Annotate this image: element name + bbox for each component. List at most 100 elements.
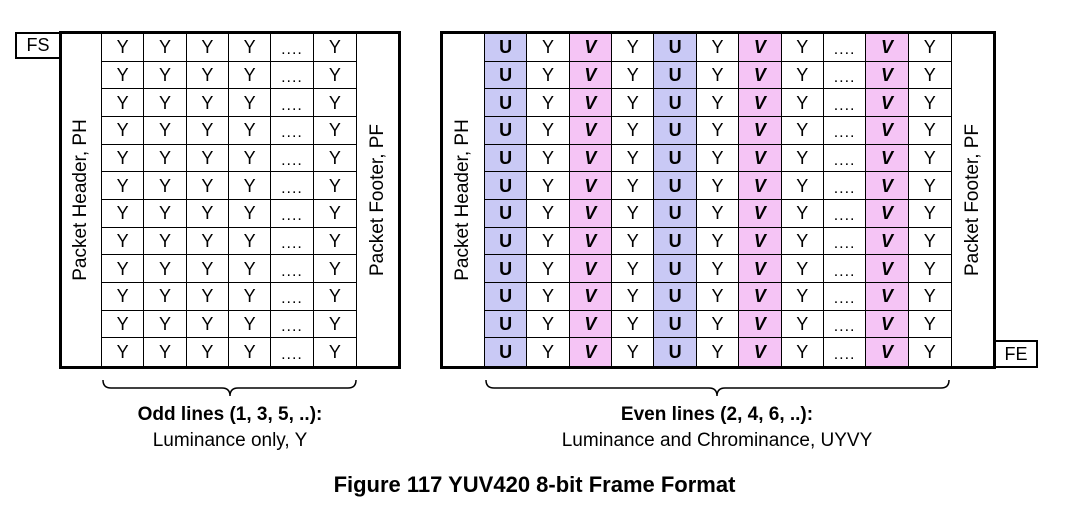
even-sample-cell: V <box>739 310 782 339</box>
even-sample-cell: Y <box>612 172 655 200</box>
even-sample-cell: Y <box>696 172 740 200</box>
even-sample-cell: V <box>739 34 782 62</box>
even-sample-cell: U <box>485 116 528 145</box>
odd-sample-cell: .... <box>271 144 314 173</box>
even-sample-cell: Y <box>696 199 740 228</box>
even-sample-cell: Y <box>527 338 570 366</box>
even-sample-cell: Y <box>781 61 824 90</box>
even-sample-cell: Y <box>612 34 655 62</box>
even-sample-cell: U <box>654 227 697 256</box>
even-sample-cell: Y <box>612 227 655 256</box>
even-sample-cell: V <box>739 116 782 145</box>
odd-sample-cell: .... <box>271 310 314 339</box>
even-sample-cell: Y <box>527 310 570 339</box>
even-sample-cell: U <box>654 61 697 90</box>
even-sample-cell: Y <box>908 89 951 117</box>
even-sample-cell: V <box>569 227 613 256</box>
even-sample-cell: Y <box>696 34 740 62</box>
even-sample-cell: Y <box>696 61 740 90</box>
odd-sample-cell: Y <box>144 144 187 173</box>
odd-sample-cell: Y <box>228 61 272 90</box>
odd-sample-cell: Y <box>144 116 187 145</box>
odd-sample-cell: Y <box>228 310 272 339</box>
even-sample-cell: .... <box>823 255 867 283</box>
odd-sample-cell: Y <box>186 199 229 228</box>
odd-sample-cell: Y <box>144 255 187 283</box>
even-sample-cell: Y <box>696 227 740 256</box>
even-sample-cell: U <box>654 144 697 173</box>
even-sample-cell: Y <box>781 227 824 256</box>
odd-lines-title: Odd lines (1, 3, 5, ..): <box>137 404 323 425</box>
even-sample-cell: Y <box>612 255 655 283</box>
even-sample-cell: V <box>569 310 613 339</box>
even-sample-cell: V <box>569 116 613 145</box>
even-sample-cell: V <box>866 34 909 62</box>
even-sample-cell: Y <box>781 199 824 228</box>
even-sample-cell: Y <box>781 89 824 117</box>
even-sample-cell: V <box>866 282 909 311</box>
odd-sample-cell: Y <box>144 34 187 62</box>
even-sample-cell: Y <box>908 145 951 173</box>
even-sample-cell: Y <box>781 255 824 283</box>
even-sample-cell: V <box>866 61 909 90</box>
even-sample-cell: V <box>866 227 909 256</box>
odd-sample-cell: Y <box>313 34 356 62</box>
even-sample-cell: Y <box>527 34 570 62</box>
odd-sample-cell: Y <box>186 89 229 117</box>
even-sample-cell: .... <box>823 34 867 62</box>
even-sample-cell: Y <box>612 282 655 311</box>
frame-end-label: FE <box>1004 343 1028 364</box>
even-sample-cell: Y <box>908 200 951 228</box>
even-sample-cell: V <box>739 338 782 366</box>
even-sample-cell: V <box>739 89 782 117</box>
even-sample-cell: U <box>654 255 697 283</box>
odd-sample-cell: .... <box>271 338 314 366</box>
even-sample-cell: .... <box>824 338 867 366</box>
odd-sample-cell: Y <box>228 227 272 256</box>
even-sample-cell: Y <box>612 310 655 339</box>
odd-sample-cell: .... <box>271 172 314 200</box>
even-sample-cell: Y <box>696 310 740 339</box>
even-sample-cell: U <box>654 89 697 117</box>
even-sample-cell: Y <box>781 34 824 62</box>
even-sample-cell: U <box>654 282 697 311</box>
odd-line-packet <box>59 31 401 369</box>
frame-start-label: FS <box>26 35 50 55</box>
odd-sample-cell: Y <box>187 338 229 366</box>
odd-sample-cell: Y <box>228 116 272 145</box>
odd-sample-cell: Y <box>102 338 145 366</box>
even-sample-cell: V <box>569 199 613 228</box>
even-sample-cell: V <box>739 61 782 90</box>
odd-lines-caption: Odd lines (1, 3, 5, ..): Luminance only,… <box>80 402 380 454</box>
even-sample-cell: Y <box>781 310 824 339</box>
even-brace-path <box>485 379 950 397</box>
odd-sample-cell: Y <box>186 61 229 90</box>
even-sample-cell: Y <box>697 338 740 366</box>
odd-sample-cell: Y <box>144 199 187 228</box>
even-sample-cell: .... <box>823 172 867 200</box>
even-sample-cell: Y <box>696 89 740 117</box>
even-sample-cell: Y <box>908 311 951 339</box>
odd-sample-cell: Y <box>228 172 272 200</box>
even-sample-cell: Y <box>923 342 936 363</box>
odd-sample-cell: Y <box>102 199 145 228</box>
odd-sample-cell: Y <box>186 34 229 62</box>
even-sample-cell: U <box>654 338 697 366</box>
odd-sample-cell: Y <box>313 62 356 90</box>
even-sample-cell: Y <box>527 199 570 228</box>
odd-sample-cell: Y <box>102 255 145 283</box>
even-sample-cell: Y <box>696 255 740 283</box>
even-sample-cell: U <box>485 227 528 256</box>
even-sample-cell: Y <box>696 282 740 311</box>
even-sample-cell: V <box>866 144 909 173</box>
even-sample-cell: V <box>866 310 909 339</box>
odd-lines-subtitle: Luminance only, Y <box>152 430 308 451</box>
even-sample-cell: Y <box>612 116 655 145</box>
odd-sample-cell: Y <box>144 89 187 117</box>
even-sample-cell: U <box>485 199 528 228</box>
even-sample-cell: V <box>569 89 613 117</box>
odd-sample-cell: Y <box>102 172 145 200</box>
even-sample-cell: Y <box>908 255 951 283</box>
